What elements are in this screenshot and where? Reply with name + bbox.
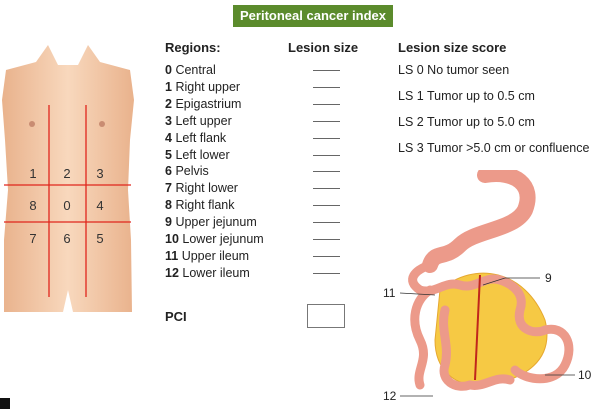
bowel-label-12: 12 <box>383 389 397 403</box>
region-name: Left flank <box>175 130 227 145</box>
lesion-size-blank[interactable] <box>313 103 340 105</box>
torso-illustration: 1 2 3 8 0 4 7 6 5 <box>2 45 134 312</box>
region-number: 4 <box>165 130 172 145</box>
region-number: 7 <box>165 181 172 196</box>
grid-number: 6 <box>63 231 70 246</box>
region-number: 6 <box>165 164 172 179</box>
region-number: 5 <box>165 147 172 162</box>
corner-marker <box>0 398 10 409</box>
region-row: 12 Lower ileum <box>165 266 250 280</box>
region-number: 3 <box>165 113 172 128</box>
lesion-size-blank[interactable] <box>313 154 340 156</box>
grid-number: 5 <box>96 231 103 246</box>
score-header: Lesion size score <box>398 40 507 55</box>
region-row: 7 Right lower <box>165 181 238 195</box>
region-row: 3 Left upper <box>165 114 232 128</box>
lesion-size-blank[interactable] <box>313 171 340 173</box>
grid-number: 0 <box>63 198 70 213</box>
regions-header: Regions: <box>165 40 221 55</box>
region-name: Right upper <box>175 79 241 94</box>
region-name: Left upper <box>175 113 232 128</box>
region-row: 8 Right flank <box>165 198 235 212</box>
score-ls2: LS 2 Tumor up to 5.0 cm <box>398 115 535 129</box>
pci-input-box[interactable] <box>307 304 345 328</box>
lesion-size-blank[interactable] <box>313 137 340 139</box>
score-ls1: LS 1 Tumor up to 0.5 cm <box>398 89 535 103</box>
bowel-label-9: 9 <box>545 271 552 285</box>
region-number: 12 <box>165 265 179 280</box>
region-row: 5 Left lower <box>165 148 230 162</box>
lesion-size-blank[interactable] <box>313 120 340 122</box>
region-number: 0 <box>165 63 172 77</box>
lesion-size-blank[interactable] <box>313 222 340 224</box>
region-number: 2 <box>165 96 172 111</box>
grid-number: 7 <box>29 231 36 246</box>
lesion-size-blank[interactable] <box>313 272 340 274</box>
region-row: 4 Left flank <box>165 131 226 145</box>
title-banner: Peritoneal cancer index <box>233 5 393 27</box>
lesion-size-blank[interactable] <box>313 239 340 240</box>
region-number: 10 <box>165 232 179 246</box>
region-row: 9 Upper jejunum <box>165 215 257 229</box>
pci-label: PCI <box>165 309 187 324</box>
small-intestine-illustration <box>399 170 575 397</box>
lesion-size-blank[interactable] <box>313 188 340 190</box>
region-name: Upper ileum <box>181 248 250 263</box>
region-row: 2 Epigastrium <box>165 97 241 111</box>
score-ls3: LS 3 Tumor >5.0 cm or confluence <box>398 141 590 155</box>
region-row: 0 Central <box>165 63 216 77</box>
region-name: Epigastrium <box>175 96 242 111</box>
region-grid-lines <box>4 105 131 297</box>
score-ls0: LS 0 No tumor seen <box>398 63 510 77</box>
region-name: Left lower <box>175 147 230 162</box>
region-row: 11 Upper ileum <box>165 249 249 263</box>
region-name: Upper jejunum <box>175 215 257 230</box>
region-row: 10 Lower jejunum <box>165 232 264 246</box>
region-number: 1 <box>165 79 172 94</box>
lesion-size-blank[interactable] <box>313 70 340 71</box>
region-name: Right flank <box>175 198 235 213</box>
region-name: Lower ileum <box>182 265 250 280</box>
bowel-label-11: 11 <box>383 286 396 300</box>
region-number: 11 <box>165 248 179 263</box>
grid-number: 3 <box>96 166 103 181</box>
grid-number: 8 <box>29 198 36 213</box>
lesion-size-header: Lesion size <box>288 40 359 55</box>
grid-number: 2 <box>63 166 70 181</box>
bowel-label-10: 10 <box>578 368 592 382</box>
lesion-size-blank[interactable] <box>313 255 340 257</box>
region-name: Right lower <box>175 181 238 196</box>
region-name: Lower jejunum <box>182 232 264 246</box>
lesion-size-blank[interactable] <box>313 205 340 207</box>
region-number: 8 <box>165 198 172 213</box>
lesion-size-blank[interactable] <box>313 86 340 88</box>
grid-number: 1 <box>29 166 36 181</box>
region-name: Pelvis <box>175 164 209 179</box>
region-name: Central <box>175 63 216 77</box>
region-number: 9 <box>165 215 172 230</box>
grid-number: 4 <box>96 198 103 213</box>
region-row: 1 Right upper <box>165 80 240 94</box>
region-row: 6 Pelvis <box>165 164 209 178</box>
